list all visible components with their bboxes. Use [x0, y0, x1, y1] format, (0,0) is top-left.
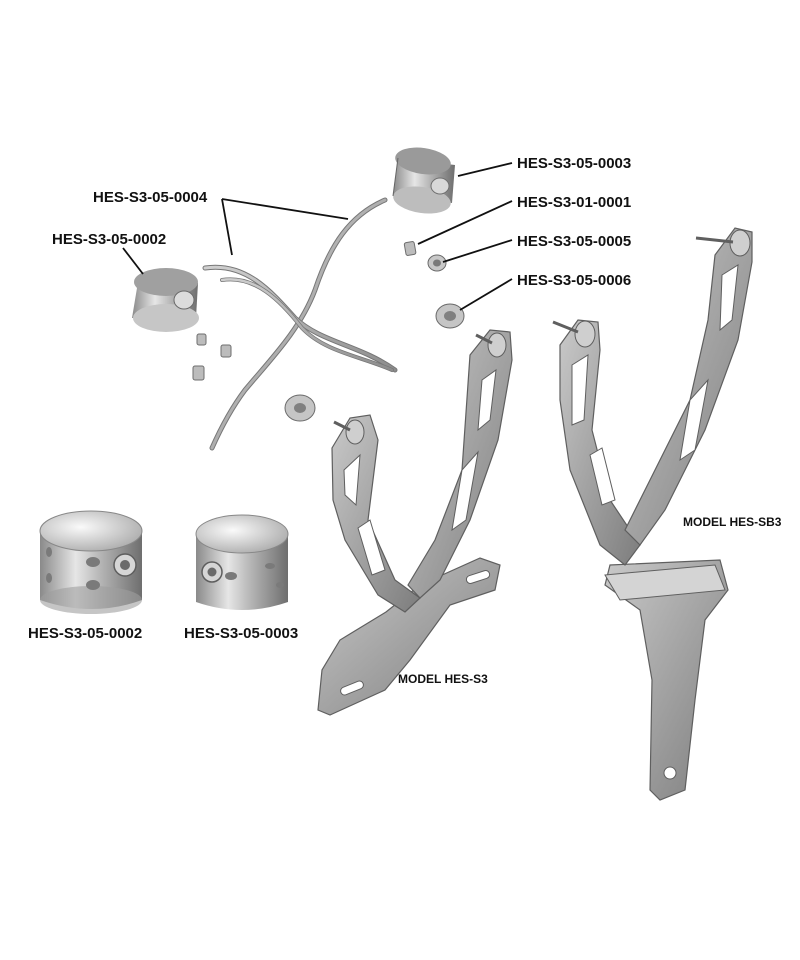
label-part-0005: HES-S3-05-0005 — [517, 233, 631, 250]
label-part-0004: HES-S3-05-0004 — [93, 189, 208, 206]
label-model-sb3: MODEL HES-SB3 — [683, 515, 782, 529]
cap-cylinder-0002-top — [132, 268, 199, 332]
cap-large-0002 — [39, 510, 143, 614]
wire-rods-0004 — [202, 197, 398, 451]
nut-0005 — [427, 254, 447, 272]
cap-cylinder-0003-top — [392, 147, 455, 214]
label-part-0003-top: HES-S3-05-0003 — [517, 155, 631, 172]
label-part-0003-bottom: HES-S3-05-0003 — [184, 625, 298, 642]
leader-lines — [122, 162, 513, 311]
label-model-s3: MODEL HES-S3 — [398, 672, 488, 686]
bracket-model-s3 — [317, 329, 513, 716]
label-part-0002-top: HES-S3-05-0002 — [52, 231, 166, 248]
label-part-0002-bottom: HES-S3-05-0002 — [28, 625, 142, 642]
spacer-lower — [284, 394, 316, 422]
set-screws — [192, 241, 417, 381]
bracket-model-sb3 — [552, 227, 753, 801]
label-part-0001: HES-S3-01-0001 — [517, 194, 631, 211]
spacer-0006 — [435, 303, 465, 329]
label-part-0006: HES-S3-05-0006 — [517, 272, 631, 289]
cap-large-0003 — [195, 514, 289, 610]
